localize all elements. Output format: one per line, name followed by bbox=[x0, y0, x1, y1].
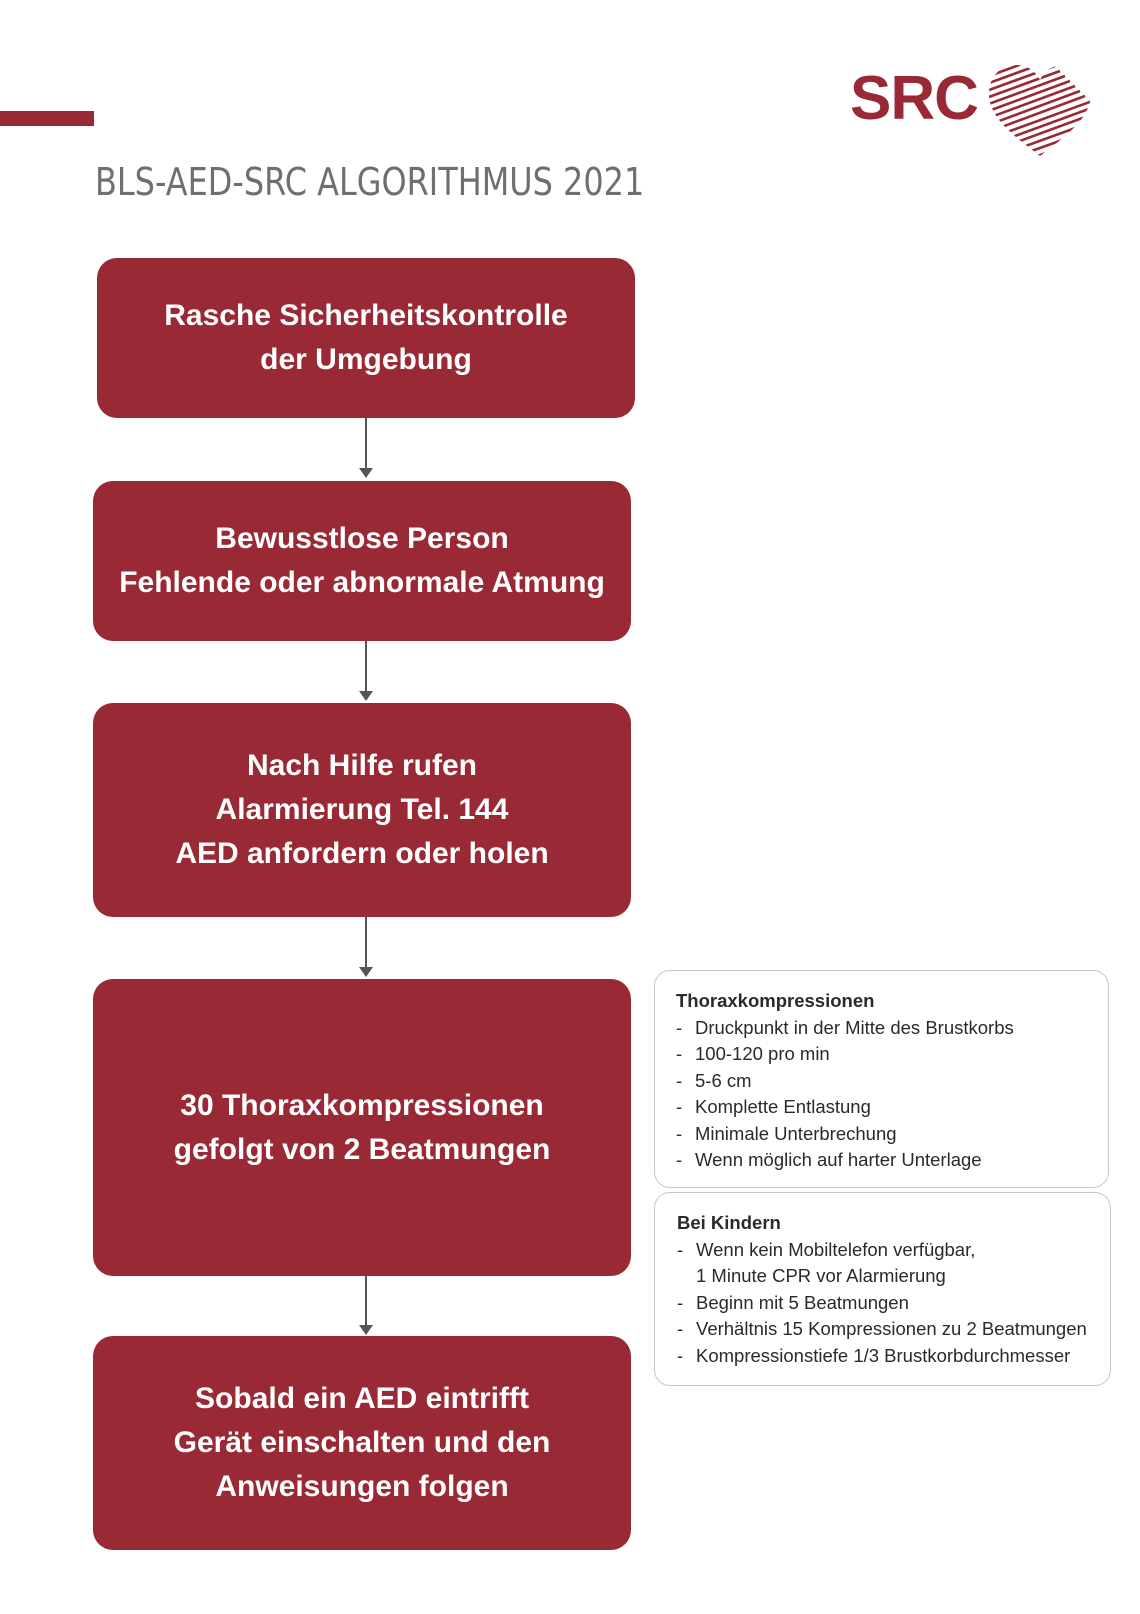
info-box-bei-kindern: Bei Kindern Wenn kein Mobiltelefon verfü… bbox=[654, 1192, 1111, 1386]
heart-icon bbox=[989, 65, 1091, 156]
flow-step-line: Gerät einschalten und den bbox=[173, 1426, 551, 1459]
list-item: 5-6 cm bbox=[676, 1068, 1108, 1095]
flow-step-line: Alarmierung Tel. 144 bbox=[215, 793, 509, 826]
info-box-heading: Thoraxkompressionen bbox=[676, 990, 875, 1011]
list-item: Wenn möglich auf harter Unterlage bbox=[676, 1147, 1108, 1174]
logo-text: SRC bbox=[850, 64, 979, 133]
flow-step-line: Fehlende oder abnormale Atmung bbox=[119, 566, 605, 599]
flow-step-4: 30 Thoraxkompressionen gefolgt von 2 Bea… bbox=[93, 979, 631, 1276]
flow-step-line: Sobald ein AED eintrifft bbox=[195, 1382, 529, 1415]
flow-step-3: Nach Hilfe rufen Alarmierung Tel. 144 AE… bbox=[93, 703, 631, 917]
flow-step-line: AED anfordern oder holen bbox=[175, 837, 549, 870]
list-item: 100-120 pro min bbox=[676, 1041, 1108, 1068]
flow-step-line: gefolgt von 2 Beatmungen bbox=[173, 1132, 551, 1166]
list-item: Druckpunkt in der Mitte des Brustkorbs bbox=[676, 1015, 1108, 1042]
src-logo: SRC bbox=[850, 62, 1095, 160]
flow-step-line: Anweisungen folgen bbox=[215, 1470, 509, 1503]
flow-arrow bbox=[358, 1276, 374, 1335]
flow-arrow bbox=[358, 418, 374, 478]
list-item: Kompressionstiefe 1/3 Brustkorbdurchmess… bbox=[677, 1343, 1110, 1370]
info-box-heading: Bei Kindern bbox=[677, 1212, 781, 1233]
accent-bar bbox=[0, 111, 94, 126]
flow-arrow bbox=[358, 917, 374, 977]
info-list: Wenn kein Mobiltelefon verfügbar, 1 Minu… bbox=[677, 1237, 1110, 1370]
list-item: Wenn kein Mobiltelefon verfügbar, 1 Minu… bbox=[677, 1237, 1110, 1290]
info-list: Druckpunkt in der Mitte des Brustkorbs 1… bbox=[676, 1015, 1108, 1174]
info-box-thoraxkompressionen: Thoraxkompressionen Druckpunkt in der Mi… bbox=[654, 970, 1109, 1188]
list-item: Beginn mit 5 Beatmungen bbox=[677, 1290, 1110, 1317]
list-item: Verhältnis 15 Kompressionen zu 2 Beatmun… bbox=[677, 1316, 1110, 1343]
flow-arrow bbox=[358, 641, 374, 701]
page-title: BLS-AED-SRC ALGORITHMUS 2021 bbox=[95, 160, 645, 204]
flow-step-5: Sobald ein AED eintrifft Gerät einschalt… bbox=[93, 1336, 631, 1550]
flow-step-line: der Umgebung bbox=[260, 343, 472, 376]
flow-step-line: Rasche Sicherheitskontrolle bbox=[164, 299, 568, 332]
flow-step-line: 30 Thoraxkompressionen bbox=[180, 1088, 544, 1122]
flow-step-line: Nach Hilfe rufen bbox=[246, 749, 478, 782]
flow-step-line: Bewusstlose Person bbox=[215, 522, 509, 555]
flow-step-2: Bewusstlose Person Fehlende oder abnorma… bbox=[93, 481, 631, 641]
flow-step-1: Rasche Sicherheitskontrolle der Umgebung bbox=[97, 258, 635, 418]
list-item: Minimale Unterbrechung bbox=[676, 1121, 1108, 1148]
list-item: Komplette Entlastung bbox=[676, 1094, 1108, 1121]
